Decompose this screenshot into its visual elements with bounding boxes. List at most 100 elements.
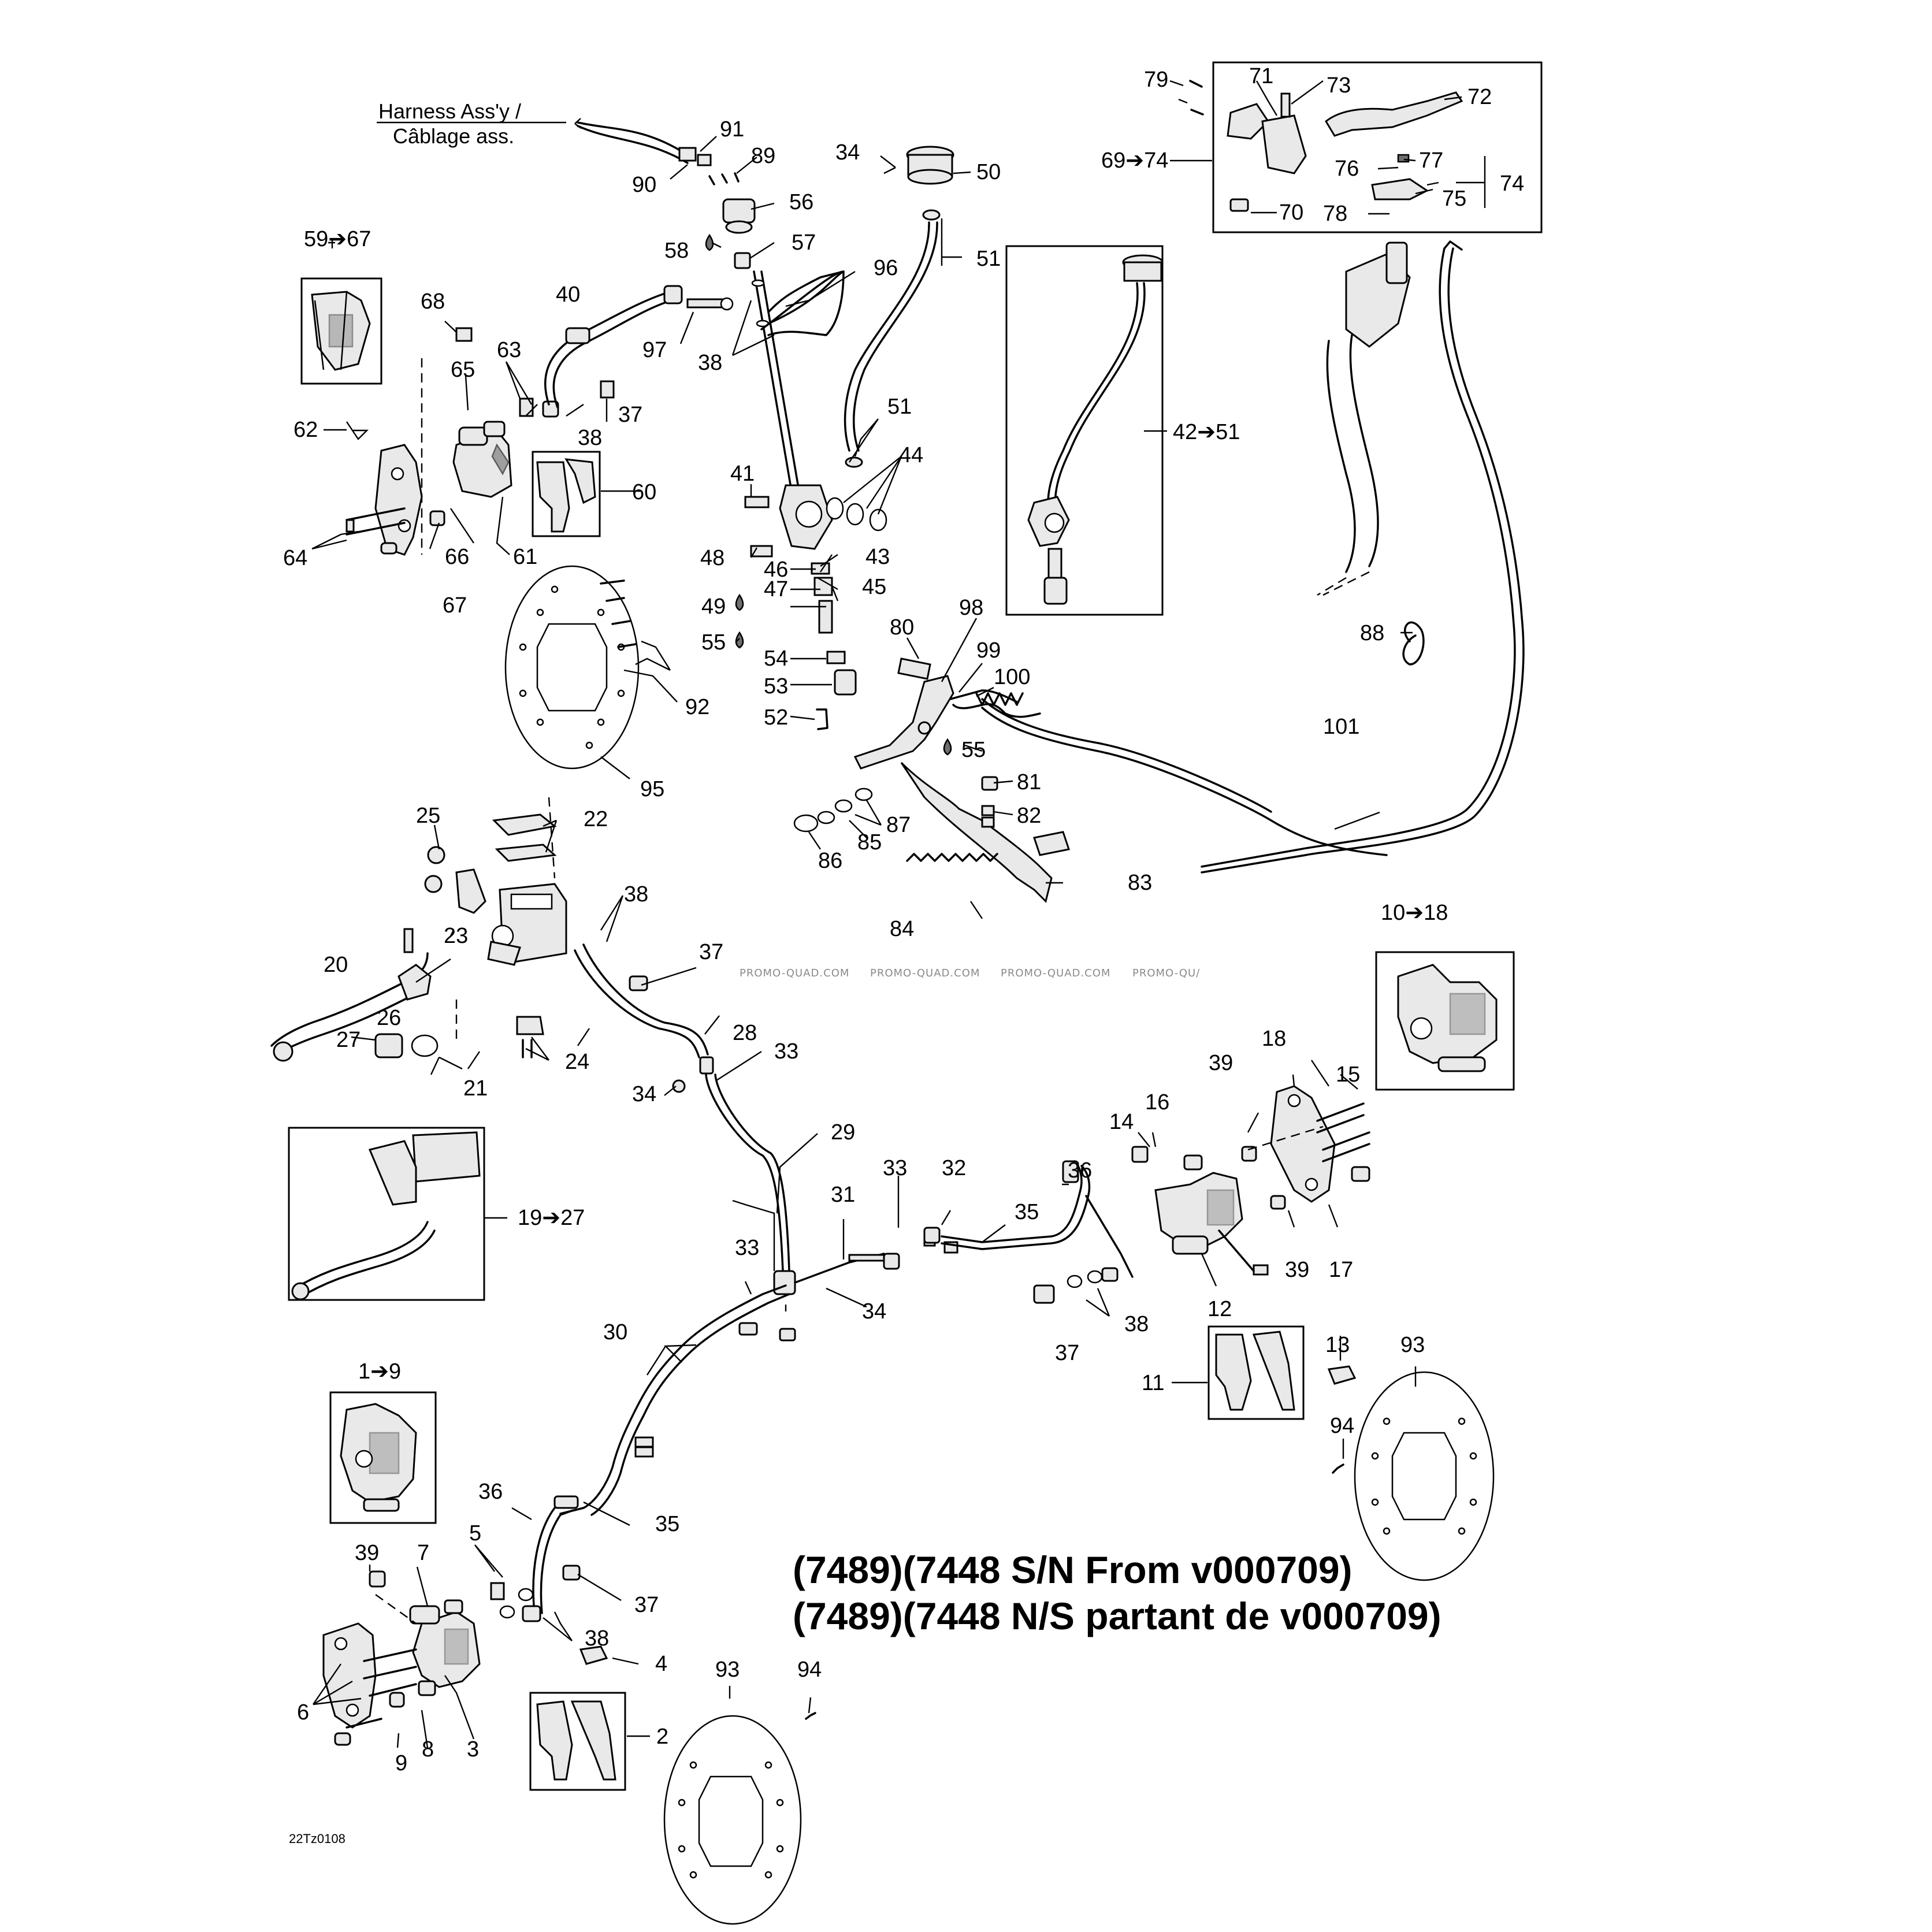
callout-46: 46 [764, 558, 788, 582]
upper-caliper-brake-hose [544, 285, 683, 408]
callout-38-lower: 38 [585, 1626, 609, 1651]
callout-35-right: 35 [1015, 1200, 1039, 1224]
upper-brake-pad-box [532, 451, 601, 537]
callout-9: 9 [395, 1751, 407, 1775]
callout-85: 85 [857, 830, 882, 854]
leader-lines [311, 80, 1486, 1748]
callout-55-pedal: 55 [961, 738, 986, 762]
callout-40: 40 [556, 283, 580, 307]
callout-29: 29 [831, 1120, 855, 1145]
callout-33-lower: 33 [735, 1236, 759, 1260]
right-caliper-kit-box [1375, 951, 1515, 1091]
harness-label-line1: Harness Ass'y / [378, 99, 521, 123]
callout-15: 15 [1336, 1062, 1360, 1087]
callout-74: 74 [1500, 172, 1524, 196]
callout-86: 86 [818, 849, 842, 873]
callout-17: 17 [1329, 1258, 1353, 1282]
callout-92: 92 [685, 695, 709, 719]
callout-61: 61 [513, 545, 537, 569]
callout-10-18: 10➔18 [1381, 901, 1448, 925]
watermark-1: PROMO-QUAD.COM [740, 967, 849, 979]
callout-77: 77 [1419, 148, 1443, 173]
cable-tie [1402, 621, 1425, 666]
callout-94-right: 94 [1330, 1414, 1354, 1438]
callout-37-master: 37 [699, 940, 723, 964]
callout-38-right: 38 [1124, 1312, 1149, 1336]
watermark-2: PROMO-QUAD.COM [870, 967, 980, 979]
callout-2: 2 [656, 1725, 668, 1749]
callout-101: 101 [1323, 715, 1359, 739]
callout-73: 73 [1327, 73, 1351, 98]
right-brake-disc [1327, 1365, 1495, 1581]
callout-27: 27 [336, 1028, 361, 1052]
callout-19-27: 19➔27 [518, 1206, 585, 1230]
callout-69-74: 69➔74 [1101, 148, 1168, 173]
right-front-caliper-group [1131, 1085, 1370, 1276]
harness-label-line2: Câblage ass. [393, 124, 514, 148]
rear-master-cylinder-kit-box [1005, 245, 1164, 616]
callout-37-lower: 37 [634, 1593, 659, 1617]
callout-95: 95 [640, 777, 664, 801]
callout-49: 49 [701, 595, 726, 619]
callout-39-right: 39 [1209, 1051, 1233, 1075]
callout-5: 5 [469, 1521, 481, 1545]
callout-labels: 91 89 90 56 58 57 34 50 51 96 97 38 59➔6… [283, 64, 1524, 1775]
watermarks: PROMO-QUAD.COM PROMO-QUAD.COM PROMO-QUAD… [740, 967, 1200, 979]
callout-6: 6 [297, 1700, 309, 1725]
callout-33-right: 33 [883, 1156, 907, 1180]
callout-45: 45 [862, 575, 886, 599]
callout-53: 53 [764, 674, 788, 699]
callout-7: 7 [417, 1541, 429, 1565]
watermark-4: PROMO-QU/ [1132, 967, 1200, 979]
callout-38-master: 38 [624, 882, 648, 906]
callout-90: 90 [632, 173, 656, 197]
callout-1-9: 1➔9 [358, 1359, 401, 1384]
callout-93-lower: 93 [715, 1658, 740, 1682]
callout-96: 96 [874, 256, 898, 280]
callout-34-mid: 34 [632, 1082, 656, 1106]
callout-78: 78 [1323, 202, 1347, 226]
callout-56: 56 [789, 190, 813, 214]
callout-80: 80 [890, 615, 914, 640]
callout-36-lower: 36 [478, 1480, 503, 1504]
callout-14: 14 [1109, 1110, 1134, 1134]
watermark-3: PROMO-QUAD.COM [1001, 967, 1110, 979]
callout-42-51: 42➔51 [1173, 420, 1240, 444]
callout-50: 50 [976, 160, 1001, 184]
callout-52: 52 [764, 705, 788, 730]
callout-99: 99 [976, 638, 1001, 663]
callout-8: 8 [422, 1737, 434, 1762]
lower-hose-to-caliper [499, 1495, 581, 1622]
callout-75: 75 [1442, 187, 1466, 211]
callout-33-mid: 33 [774, 1039, 798, 1064]
upper-brake-disc [504, 565, 640, 770]
callout-31: 31 [831, 1183, 855, 1207]
callout-58: 58 [664, 239, 689, 263]
callout-87: 87 [886, 813, 911, 837]
callout-36-right: 36 [1068, 1158, 1092, 1183]
callout-21: 21 [463, 1076, 488, 1101]
callout-89: 89 [751, 144, 775, 168]
callout-38-upper: 38 [578, 426, 602, 450]
callout-25: 25 [416, 804, 440, 828]
callout-34-lower: 34 [862, 1299, 886, 1324]
callout-11: 11 [1142, 1371, 1164, 1395]
callout-30: 30 [603, 1320, 627, 1344]
upper-front-caliper-group [345, 327, 615, 556]
callout-22: 22 [584, 807, 608, 831]
callout-98: 98 [959, 596, 983, 620]
callout-91: 91 [720, 117, 744, 142]
callout-38-top: 38 [698, 351, 722, 375]
callout-48: 48 [700, 546, 724, 570]
callout-60: 60 [632, 480, 656, 504]
callout-79: 79 [1144, 68, 1168, 92]
right-front-brake-hose [923, 1160, 1134, 1304]
callout-51-mid: 51 [887, 395, 912, 419]
front-master-cylinder-group [270, 797, 567, 1062]
callout-16: 16 [1145, 1090, 1169, 1114]
callout-93-right: 93 [1400, 1333, 1425, 1357]
callout-13: 13 [1325, 1333, 1350, 1357]
upper-caliper-kit-box [300, 277, 382, 385]
callout-54: 54 [764, 647, 788, 671]
callout-24: 24 [565, 1050, 589, 1074]
